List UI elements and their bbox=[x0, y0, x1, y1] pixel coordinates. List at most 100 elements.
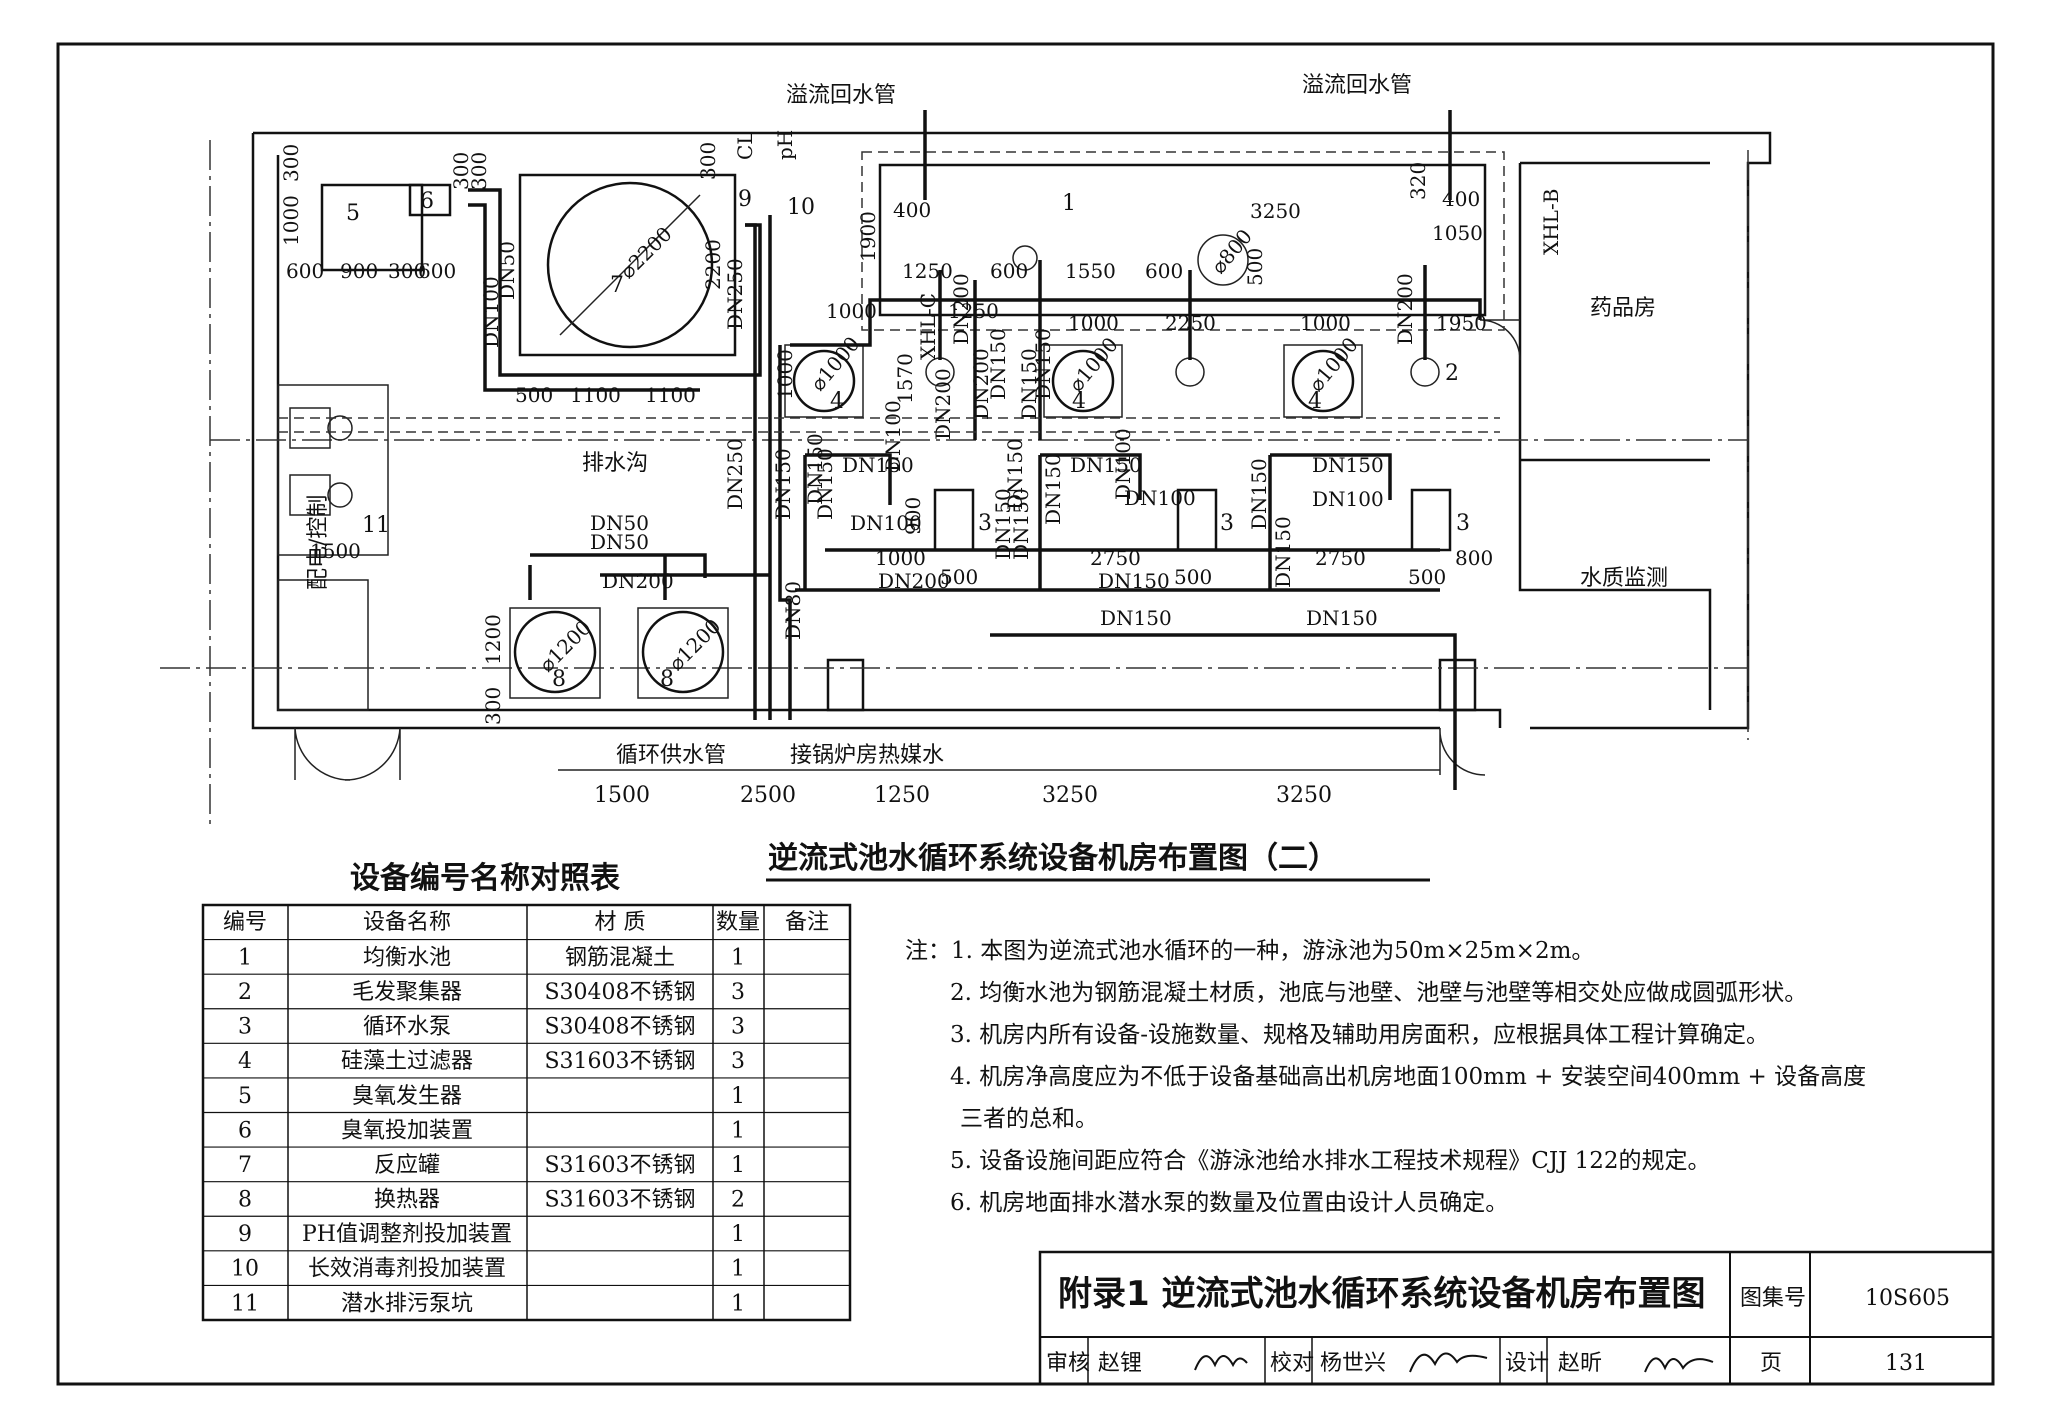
equipment-number-7: 7 bbox=[610, 273, 624, 298]
pipe-label-15: DN150 bbox=[842, 453, 914, 477]
pipe-label-1: DN100 bbox=[479, 276, 503, 348]
dim-400a: 400 bbox=[893, 198, 931, 222]
dim-900: 900 bbox=[340, 259, 378, 283]
pump-3 bbox=[1410, 488, 1452, 552]
pipe-label-24: DN150 bbox=[1098, 569, 1170, 593]
table-cell: 硅藻土过滤器 bbox=[341, 1049, 473, 1074]
door-bottom bbox=[1439, 727, 1486, 776]
table-cell: S31603不锈钢 bbox=[544, 1188, 695, 1213]
outer-wall-top bbox=[253, 131, 1772, 730]
equipment-number-6: 6 bbox=[420, 189, 434, 214]
table-cell: 2 bbox=[731, 1188, 745, 1213]
notes: 注：1. 本图为逆流式池水循环的一种，游泳池为50m×25m×2m。2. 均衡水… bbox=[905, 938, 1866, 1216]
dim-400b: 400 bbox=[1442, 187, 1480, 211]
review-label: 审核 bbox=[1046, 1351, 1090, 1376]
equipment-number-3a: 3 bbox=[978, 511, 992, 536]
equipment-number-2: 2 bbox=[1445, 361, 1459, 386]
table-cell: S30408不锈钢 bbox=[544, 980, 695, 1005]
dim-1570: 1570 bbox=[893, 353, 917, 404]
table-header-cell: 备注 bbox=[785, 910, 829, 935]
heat-exchanger-base-1 bbox=[509, 607, 601, 699]
manhole bbox=[1197, 234, 1249, 286]
table-cell: 2 bbox=[238, 980, 252, 1005]
table-cell: 3 bbox=[731, 1015, 745, 1040]
dim-300f: 300 bbox=[481, 687, 505, 725]
note-line: 6. 机房地面排水潜水泵的数量及位置由设计人员确定。 bbox=[950, 1190, 1508, 1216]
door-left-a bbox=[294, 727, 351, 781]
dim-1200: 1200 bbox=[481, 614, 505, 665]
dim-2200: 2200 bbox=[701, 239, 725, 290]
pipe-label-34: DN100 bbox=[1124, 486, 1196, 510]
dim-300d: 300 bbox=[467, 152, 491, 190]
column-2 bbox=[1438, 658, 1477, 712]
equipment-number-5: 5 bbox=[346, 201, 360, 226]
dim-1250a: 1250 bbox=[902, 259, 953, 283]
pipe-label-35: DN150 bbox=[1031, 328, 1055, 400]
table-cell: 3 bbox=[731, 1049, 745, 1074]
table-cell: 11 bbox=[231, 1291, 259, 1316]
dim-3250a: 3250 bbox=[1250, 199, 1301, 223]
table-cell: 5 bbox=[238, 1084, 252, 1109]
column-1 bbox=[826, 658, 865, 712]
table-cell: 10 bbox=[231, 1257, 259, 1282]
heat-exchanger-base-2 bbox=[637, 607, 729, 699]
pipe-label-14: DN200 bbox=[949, 273, 973, 345]
table-cell: 潜水排污泵坑 bbox=[341, 1291, 473, 1316]
equipment-number-3b: 3 bbox=[1220, 511, 1234, 536]
sump-room bbox=[277, 384, 389, 556]
dim-1000e: 1000 bbox=[773, 349, 797, 400]
table-cell: 换热器 bbox=[374, 1188, 440, 1213]
pipe-label-22: DN100 bbox=[1111, 428, 1135, 500]
hair-collector-3 bbox=[1410, 357, 1440, 387]
pipe-label-32: DN200 bbox=[1393, 273, 1417, 345]
pipe-label-7: DN80 bbox=[781, 581, 805, 640]
boiler-heat-label: 接锅炉房热媒水 bbox=[790, 743, 944, 768]
note-line: 5. 设备设施间距应符合《游泳池给水排水工程技术规程》CJJ 122的规定。 bbox=[950, 1148, 1711, 1174]
diameter-8b: ⌀1200 bbox=[664, 614, 725, 675]
equipment-number-10: 10 bbox=[787, 195, 815, 220]
reaction-tank bbox=[546, 181, 714, 349]
table-cell: 臭氧投加装置 bbox=[341, 1118, 473, 1143]
door-left-b bbox=[344, 727, 401, 781]
table-cell: 臭氧发生器 bbox=[352, 1084, 462, 1109]
pipe-label-13: DN150 bbox=[1017, 348, 1041, 420]
table-cell: 1 bbox=[731, 1222, 745, 1247]
reviewer-signature bbox=[1194, 1355, 1248, 1371]
dim-320: 320 bbox=[1406, 162, 1430, 200]
table-cell: 3 bbox=[731, 980, 745, 1005]
table-cell: 反应罐 bbox=[374, 1153, 440, 1178]
title-block bbox=[1038, 1250, 1995, 1386]
diameter-4c: ⌀1000 bbox=[1304, 333, 1363, 397]
note-line: 三者的总和。 bbox=[960, 1106, 1098, 1132]
page-number: 131 bbox=[1885, 1351, 1927, 1376]
checker-name: 杨世兴 bbox=[1320, 1351, 1386, 1376]
designer-name: 赵昕 bbox=[1558, 1351, 1602, 1376]
page-label: 页 bbox=[1760, 1351, 1782, 1376]
pipe-label-29: DN150 bbox=[1271, 516, 1295, 588]
table-header-cell: 数量 bbox=[716, 910, 760, 935]
door-pharmacy bbox=[1479, 319, 1521, 361]
reviewer-name: 赵锂 bbox=[1098, 1351, 1142, 1376]
equipment-number-11: 11 bbox=[362, 513, 390, 538]
dim-600d: 600 bbox=[1145, 259, 1183, 283]
pipe-label-26: DN150 bbox=[1247, 458, 1271, 530]
dim-1050: 1050 bbox=[1432, 221, 1483, 245]
bottom-dim-2500: 2500 bbox=[740, 783, 796, 808]
pipe-label-16: DN150 bbox=[813, 448, 837, 520]
bottom-dim-1250: 1250 bbox=[874, 783, 930, 808]
bottom-dim-3250b: 3250 bbox=[1276, 783, 1332, 808]
xhl-b-label: XHL-B bbox=[1539, 189, 1563, 255]
pipe-label-36: DN150 bbox=[1009, 488, 1033, 560]
dim-500c: 500 bbox=[940, 565, 978, 589]
equipment-number-1: 1 bbox=[1062, 191, 1076, 216]
atlas-number: 10S605 bbox=[1865, 1286, 1950, 1311]
dim-600c: 600 bbox=[990, 259, 1028, 283]
designer-signature bbox=[1644, 1357, 1714, 1373]
pipe-label-6: DN150 bbox=[803, 433, 827, 505]
pipe-label-9: DN50 bbox=[590, 530, 649, 554]
table-cell: 6 bbox=[238, 1118, 252, 1143]
pipe-label-20: DN150 bbox=[1003, 438, 1027, 510]
table-cell: 长效消毒剂投加装置 bbox=[308, 1257, 506, 1282]
dim-2750b: 2750 bbox=[1315, 546, 1366, 570]
